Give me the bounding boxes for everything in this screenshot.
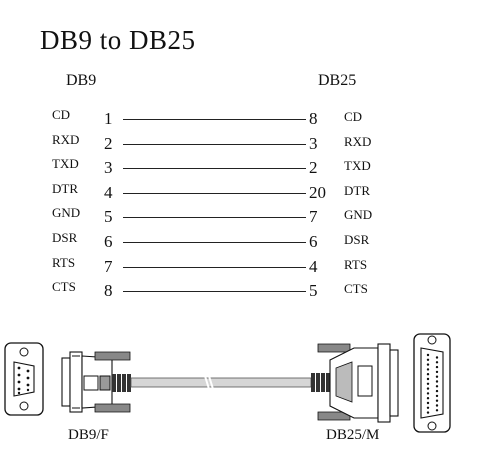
db25-connector-label: DB25/M [326, 427, 380, 443]
right-pin-number: 6 [309, 232, 318, 251]
db25-pin-dot [426, 373, 430, 376]
right-signal-label: RTS [344, 256, 368, 272]
db25-pin-dot [426, 353, 430, 357]
db25-pin-dot [435, 375, 439, 378]
wire-line [123, 291, 306, 293]
cable-icon [130, 375, 312, 390]
right-pin-number: 2 [309, 158, 318, 178]
db9-header: DB9 [66, 72, 97, 89]
left-signal-label: DTR [52, 180, 78, 196]
wire-line [123, 266, 306, 268]
db25-pin-dot [435, 365, 439, 369]
db9-port-icon [4, 342, 44, 416]
right-pin-number: 7 [309, 207, 318, 227]
db25-header: DB25 [318, 72, 357, 89]
right-pin-number: 4 [309, 256, 318, 276]
right-signal-label: RXD [344, 133, 372, 149]
right-signal-label: GND [344, 207, 373, 223]
right-signal-label: DTR [344, 182, 370, 198]
left-pin-number: 2 [104, 133, 113, 153]
left-signal-label: CTS [52, 279, 76, 295]
left-pin-number: 4 [104, 182, 113, 202]
db9-plug-icon [61, 351, 131, 413]
db25-pin-dot [435, 385, 439, 388]
db25-pin-dot [426, 387, 430, 390]
db25-pin-dot [426, 392, 430, 395]
right-pin-number: 3 [309, 133, 318, 153]
right-signal-label: DSR [344, 232, 370, 247]
db25-pin-dot [435, 394, 439, 398]
wire-line [123, 119, 306, 120]
left-pin-number: 3 [104, 158, 113, 178]
db25-pin-dot [426, 363, 430, 366]
wire-line [123, 242, 306, 243]
left-pin-number: 7 [104, 256, 113, 276]
wire-line [123, 217, 306, 219]
db25-pin-dot [435, 389, 439, 393]
wire-line [123, 192, 306, 194]
db25-pin-dot [426, 397, 430, 400]
left-pin-number: 5 [104, 207, 113, 227]
left-signal-label: CD [52, 107, 71, 122]
db25-pin-dot [435, 409, 439, 412]
db25-pin-dot [435, 404, 439, 407]
db25-port-icon [413, 333, 451, 433]
right-signal-label: TXD [344, 158, 371, 174]
left-signal-label: RTS [52, 254, 76, 270]
left-signal-label: RXD [52, 131, 80, 147]
db25-pin-dot [426, 401, 430, 405]
db25-pin-dot [426, 368, 430, 371]
wire-line [123, 168, 306, 170]
diagram-title: DB9 to DB25 [40, 25, 196, 55]
db25-pin-dot [426, 406, 430, 409]
db25-pin-dot [426, 377, 430, 381]
db25-pin-dot [426, 358, 430, 361]
db9-connector-label: DB9/F [68, 427, 109, 443]
db25-pin-dot [426, 382, 430, 385]
db25-pin-dot [435, 356, 439, 359]
left-signal-label: GND [52, 205, 81, 221]
right-signal-label: CTS [344, 281, 368, 297]
left-pin-number: 8 [104, 281, 113, 301]
db25-pin-dot [435, 370, 439, 374]
right-pin-number: 8 [309, 109, 318, 128]
right-signal-label: CD [344, 109, 363, 124]
left-pin-number: 6 [104, 232, 113, 251]
db25-pin-dot [435, 361, 439, 364]
right-pin-number: 5 [309, 281, 318, 301]
left-signal-label: TXD [52, 156, 79, 172]
db25-pin-dot [426, 411, 430, 414]
db25-pin-dot [435, 399, 439, 402]
left-signal-label: DSR [52, 230, 78, 245]
left-pin-number: 1 [104, 109, 113, 128]
db25-pin-dot [435, 380, 439, 383]
wire-line [123, 143, 306, 145]
right-pin-number: 20 [309, 182, 326, 202]
db25-plug-icon [311, 343, 399, 423]
